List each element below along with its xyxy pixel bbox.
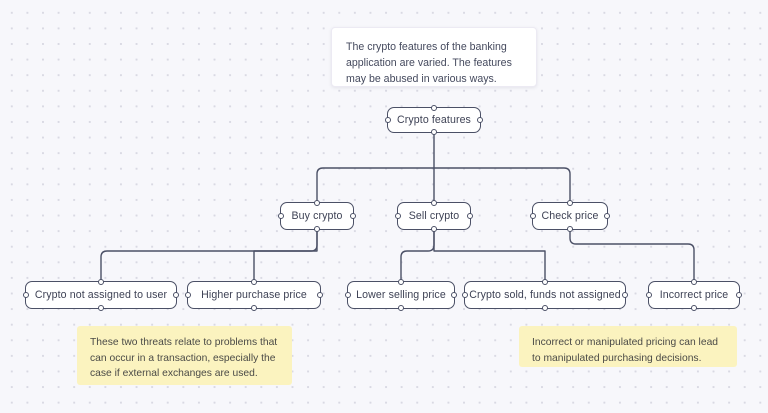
node-label: Incorrect price (659, 288, 729, 301)
port-bottom-icon[interactable] (397, 304, 405, 312)
port-top-icon[interactable] (250, 278, 258, 286)
port-right-icon[interactable] (450, 291, 458, 299)
sticky-note-transaction-threats: These two threats relate to problems tha… (77, 326, 292, 385)
node-label: Crypto sold, funds not assigned (469, 288, 621, 301)
edge-sell-to-funds-not-assigned (433, 229, 546, 282)
node-label: Higher purchase price (201, 288, 307, 301)
port-left-icon[interactable] (184, 291, 192, 299)
port-right-icon[interactable] (603, 212, 611, 220)
port-left-icon[interactable] (344, 291, 352, 299)
port-bottom-icon[interactable] (690, 304, 698, 312)
port-left-icon[interactable] (394, 212, 402, 220)
sticky-note-pricing-threats: Incorrect or manipulated pricing can lea… (519, 326, 737, 367)
comment-card: The crypto features of the banking appli… (331, 27, 537, 87)
port-top-icon[interactable] (313, 199, 321, 207)
node-label: Crypto features (397, 113, 471, 126)
node-check-price[interactable]: Check price (529, 199, 611, 233)
port-bottom-icon[interactable] (430, 128, 438, 136)
port-right-icon[interactable] (735, 291, 743, 299)
port-bottom-icon[interactable] (313, 225, 321, 233)
node-crypto-not-assigned-to-user[interactable]: Crypto not assigned to user (22, 278, 180, 312)
port-right-icon[interactable] (349, 212, 357, 220)
port-bottom-icon[interactable] (566, 225, 574, 233)
port-right-icon[interactable] (476, 116, 484, 124)
node-label: Buy crypto (291, 209, 343, 222)
port-top-icon[interactable] (430, 199, 438, 207)
port-top-icon[interactable] (541, 278, 549, 286)
port-top-icon[interactable] (97, 278, 105, 286)
edge-root-to-buy (316, 167, 435, 203)
port-right-icon[interactable] (316, 291, 324, 299)
port-bottom-icon[interactable] (97, 304, 105, 312)
port-right-icon[interactable] (621, 291, 629, 299)
node-label: Crypto not assigned to user (34, 288, 168, 301)
port-bottom-icon[interactable] (250, 304, 258, 312)
edge-buy-to-higher-price (253, 229, 318, 282)
node-lower-selling-price[interactable]: Lower selling price (344, 278, 458, 312)
port-left-icon[interactable] (22, 291, 30, 299)
port-left-icon[interactable] (529, 212, 537, 220)
port-top-icon[interactable] (690, 278, 698, 286)
port-left-icon[interactable] (645, 291, 653, 299)
port-top-icon[interactable] (566, 199, 574, 207)
node-label: Check price (541, 209, 599, 222)
port-right-icon[interactable] (466, 212, 474, 220)
port-bottom-icon[interactable] (541, 304, 549, 312)
edge-sell-to-lower-price (400, 229, 435, 282)
port-top-icon[interactable] (430, 104, 438, 112)
node-label: Lower selling price (356, 288, 446, 301)
port-left-icon[interactable] (461, 291, 469, 299)
node-buy-crypto[interactable]: Buy crypto (277, 199, 357, 233)
node-higher-purchase-price[interactable]: Higher purchase price (184, 278, 324, 312)
node-crypto-features[interactable]: Crypto features (384, 104, 484, 136)
node-incorrect-price[interactable]: Incorrect price (645, 278, 743, 312)
port-right-icon[interactable] (172, 291, 180, 299)
node-crypto-sold-funds-not-assigned[interactable]: Crypto sold, funds not assigned (461, 278, 629, 312)
node-sell-crypto[interactable]: Sell crypto (394, 199, 474, 233)
port-bottom-icon[interactable] (430, 225, 438, 233)
edge-check-to-incorrect-price (569, 229, 695, 282)
node-label: Sell crypto (408, 209, 460, 222)
port-top-icon[interactable] (397, 278, 405, 286)
port-left-icon[interactable] (277, 212, 285, 220)
edge-root-to-check (433, 167, 571, 203)
edge-buy-to-crypto-not-assigned (100, 229, 318, 282)
port-left-icon[interactable] (384, 116, 392, 124)
